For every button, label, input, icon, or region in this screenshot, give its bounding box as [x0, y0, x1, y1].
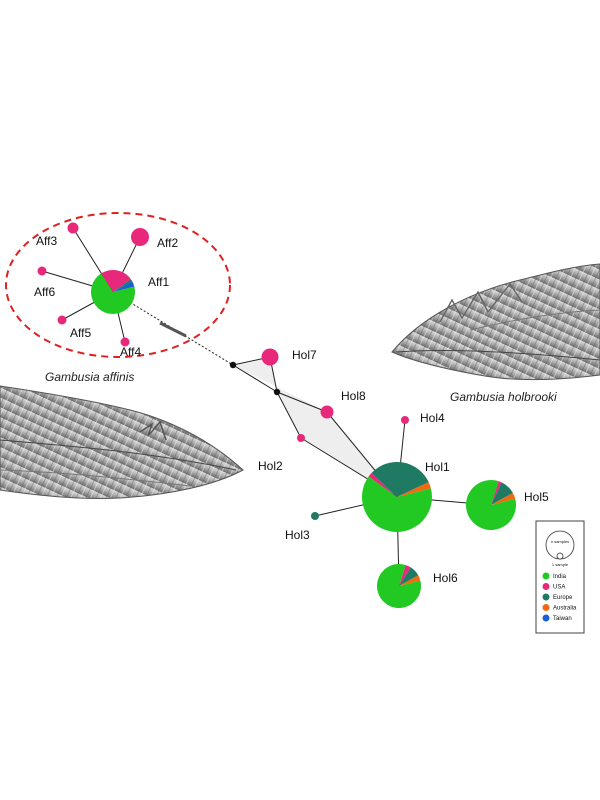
pie-slice-india [377, 564, 422, 608]
haplotype-node-hol3 [311, 512, 319, 520]
pie-slice-europe [371, 461, 429, 497]
median-node [229, 361, 237, 369]
pie-slice-australia [399, 575, 421, 586]
label-aff4: Aff4 [120, 345, 141, 359]
pie-slice-usa [368, 473, 397, 497]
legend-size-caption-top: n samples [551, 539, 569, 544]
edge-aff1-node1 [112, 291, 234, 366]
label-aff5: Aff5 [70, 326, 91, 340]
median-node [273, 388, 281, 396]
label-aff6: Aff6 [34, 285, 55, 299]
legend-swatch-india [542, 572, 550, 580]
haplotype-node-aff2 [131, 228, 149, 246]
legend-label-australia: Australia [553, 606, 577, 612]
label-hol8: Hol8 [341, 389, 366, 403]
pie-slice-usa [101, 270, 131, 292]
label-hol2: Hol2 [258, 459, 283, 473]
legend-size-caption-bottom: 1 sample [552, 562, 569, 567]
pie-slice-usa [399, 565, 411, 586]
pie-slice-europe [399, 567, 419, 586]
label-hol6: Hol6 [433, 571, 458, 585]
edge-node1-node2 [232, 364, 278, 393]
haplotype-node-hol8 [320, 405, 334, 419]
pie-slice-usa [131, 228, 149, 246]
label-hol3: Hol3 [285, 528, 310, 542]
pie-slice-europe [491, 482, 513, 505]
edge-node2-hol2 [276, 391, 302, 439]
pie-slice-usa [261, 348, 279, 366]
pie-slice-usa [37, 266, 47, 276]
pie-slice-europe [311, 512, 319, 520]
haplotype-node-hol2 [297, 434, 305, 442]
pie-slice-usa [120, 337, 130, 347]
pie-slice-usa [57, 315, 67, 325]
network-loop-region [233, 357, 397, 497]
pie-slice-taiwan [113, 281, 135, 292]
pie-slice-usa [67, 222, 79, 234]
label-aff1: Aff1 [148, 275, 169, 289]
legend-swatch-taiwan [542, 614, 550, 622]
pie-slice-india [466, 480, 517, 531]
pie-slice-usa [320, 405, 334, 419]
pie-slice-india [90, 273, 135, 314]
edge-node2-hol8 [276, 391, 328, 413]
haplotype-labels: Aff1 Aff2 Aff3 Aff4 Aff5 Aff6 Hol1 Hol2 … [34, 234, 549, 585]
legend-swatch-europe [542, 593, 550, 601]
haplotype-node-aff6 [37, 266, 47, 276]
pie-slice-usa [491, 481, 502, 505]
species-label-affinis: Gambusia affinis [45, 370, 134, 384]
pie-slice-europe [113, 279, 133, 292]
haplotype-node-hol4 [401, 416, 409, 424]
haplotype-node-aff3 [67, 222, 79, 234]
haplotype-node-hol6 [377, 564, 422, 608]
pie-slice-usa [297, 434, 305, 442]
species-label-holbrooki: Gambusia holbrooki [450, 390, 557, 404]
pie-slice-india [361, 476, 432, 532]
haplotype-node-hol7 [261, 348, 279, 366]
label-aff2: Aff2 [157, 236, 178, 250]
label-hol4: Hol4 [420, 411, 445, 425]
fish-illustration-affinis [0, 385, 244, 500]
legend-swatch-australia [542, 604, 550, 611]
affinis-group-ellipse [5, 212, 231, 358]
fish-illustration-holbrooki [391, 263, 600, 381]
haplotype-node-aff4 [120, 337, 130, 347]
label-hol1: Hol1 [425, 460, 450, 474]
label-hol7: Hol7 [292, 348, 317, 362]
legend-swatch-usa [542, 583, 550, 590]
legend-label-india: India [553, 574, 567, 580]
label-hol5: Hol5 [524, 490, 549, 504]
haplotype-node-hol5 [466, 480, 517, 531]
haplotype-node-aff1 [90, 270, 135, 314]
legend-label-usa: USA [553, 585, 565, 591]
pie-slice-usa [401, 416, 409, 424]
haplotype-nodes [37, 222, 517, 608]
haplotype-node-hol1 [361, 461, 432, 532]
label-aff3: Aff3 [36, 234, 57, 248]
pie-slice-australia [491, 492, 516, 505]
legend-size-small-circle [556, 552, 564, 560]
pie-slice-australia [397, 482, 431, 497]
haplotype-node-aff5 [57, 315, 67, 325]
long-branch-marker [159, 321, 187, 338]
legend-label-europe: Europe [553, 595, 573, 601]
legend-label-taiwan: Taiwan [553, 616, 572, 622]
